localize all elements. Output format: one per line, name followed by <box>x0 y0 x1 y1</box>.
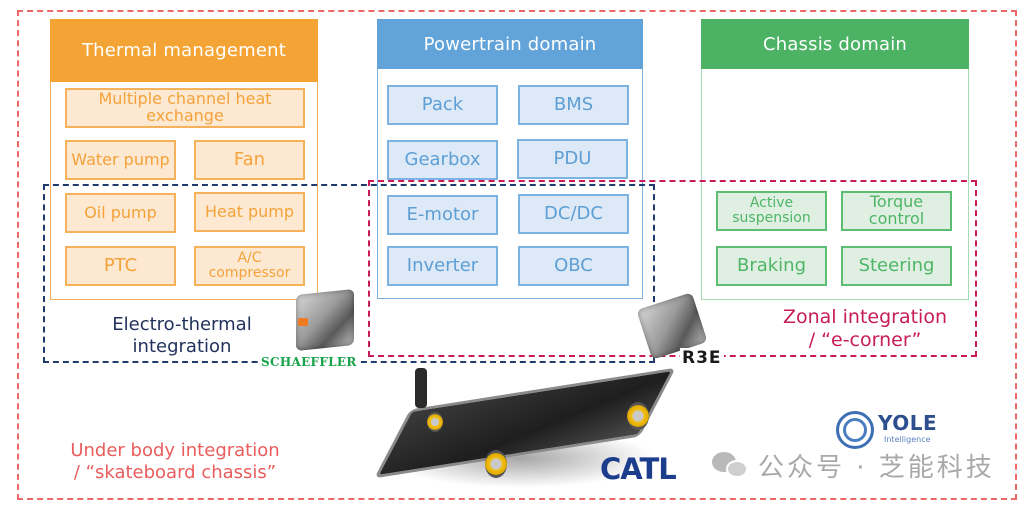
item-oil-pump: Oil pump <box>65 193 176 233</box>
item-pdu: PDU <box>517 139 628 179</box>
item-water-pump: Water pump <box>65 140 176 180</box>
item-fan: Fan <box>194 140 305 180</box>
zonal-integration-label: Zonal integration / “e-corner” <box>760 306 970 352</box>
yole-logo-text: YOLE <box>878 411 938 435</box>
powertrain-domain-title: Powertrain domain <box>377 19 643 69</box>
item-obc: OBC <box>518 246 629 286</box>
yole-logo-subtext: Intelligence <box>884 435 931 444</box>
watermark-text: 公众号 · 芝能科技 <box>758 452 995 483</box>
thermal-management-body <box>50 82 318 300</box>
schaeffler-module-accent <box>298 318 308 326</box>
item-active-suspension: Active suspension <box>716 191 827 231</box>
item-e-motor: E-motor <box>387 195 498 235</box>
schaeffler-logo: SCHAEFFLER <box>259 355 359 369</box>
electro-thermal-integration-label: Electro-thermal integration <box>112 314 252 357</box>
item-ac-compressor: A/C compressor <box>194 246 305 286</box>
chassis-strut <box>415 368 427 408</box>
chassis-domain-title: Chassis domain <box>701 19 969 69</box>
under-body-integration-label-line2: / “skateboard chassis” <box>73 461 277 483</box>
chassis-domain-panel: Chassis domain <box>701 19 969 300</box>
under-body-integration-label: Under body integration / “skateboard cha… <box>40 440 310 483</box>
item-ptc: PTC <box>65 246 176 286</box>
item-bms: BMS <box>518 85 629 125</box>
item-braking: Braking <box>716 246 827 286</box>
chassis-wheel <box>427 412 443 432</box>
powertrain-domain-panel: Powertrain domain <box>377 19 643 299</box>
thermal-management-panel: Thermal management <box>50 19 318 300</box>
zonal-integration-frame <box>368 180 977 357</box>
under-body-integration-label-line1: Under body integration <box>70 440 280 461</box>
item-gearbox: Gearbox <box>387 140 498 180</box>
chassis-wheel <box>627 402 649 430</box>
yole-logo: YOLE Intelligence <box>836 411 956 453</box>
item-inverter: Inverter <box>387 246 498 286</box>
item-pack: Pack <box>387 85 498 125</box>
chassis-wheel <box>485 450 507 478</box>
item-dc-dc: DC/DC <box>518 194 629 234</box>
item-heat-pump: Heat pump <box>194 192 305 232</box>
thermal-management-title: Thermal management <box>50 19 318 82</box>
item-torque-control: Torque control <box>841 191 952 231</box>
item-multiple-channel-heat-exchange: Multiple channel heat exchange <box>65 88 305 128</box>
yole-ring-icon <box>836 411 874 449</box>
skateboard-chassis-image <box>365 367 676 498</box>
item-steering: Steering <box>841 246 952 286</box>
wechat-icon <box>712 450 750 480</box>
r3e-logo: R3E <box>680 348 724 368</box>
zonal-integration-label-line2: / “e-corner” <box>808 328 922 351</box>
zonal-integration-label-line1: Zonal integration <box>782 306 947 328</box>
watermark: 公众号 · 芝能科技 <box>712 448 995 483</box>
chassis-domain-body <box>701 69 969 300</box>
under-body-integration-frame <box>17 10 1017 500</box>
catl-logo: CATL <box>600 452 677 486</box>
